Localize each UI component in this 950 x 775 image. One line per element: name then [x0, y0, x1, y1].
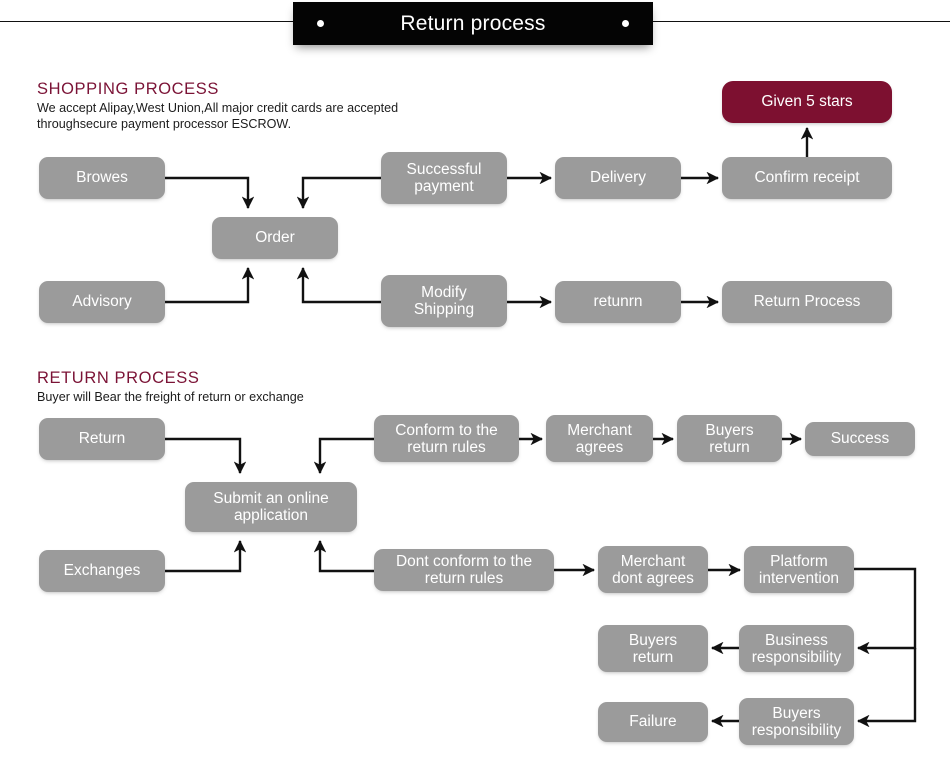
node-browes[interactable]: Browes: [39, 157, 165, 199]
shopping-process-description: We accept Alipay,West Union,All major cr…: [37, 101, 399, 131]
edge-dont-conform-submit-application: [313, 540, 374, 573]
node-successful-payment[interactable]: Successful payment: [381, 152, 507, 204]
edge-return-submit-application: [165, 437, 247, 474]
shopping-process-heading: SHOPPING PROCESS: [37, 80, 219, 98]
node-buyers-responsibility[interactable]: Buyers responsibility: [739, 698, 854, 745]
return-process-heading: RETURN PROCESS: [37, 369, 200, 387]
node-delivery[interactable]: Delivery: [555, 157, 681, 199]
node-failure[interactable]: Failure: [598, 702, 708, 742]
node-return-process[interactable]: Return Process: [722, 281, 892, 323]
edge-exchanges-submit-application: [165, 540, 247, 573]
node-business-responsibility[interactable]: Business responsibility: [739, 625, 854, 672]
edge-advisory-order: [165, 267, 255, 304]
node-success[interactable]: Success: [805, 422, 915, 456]
node-conform-to-return-rules[interactable]: Conform to the return rules: [374, 415, 519, 462]
edge-platform-intervention-business-responsibility: [854, 567, 917, 655]
return-process-description: Buyer will Bear the freight of return or…: [37, 390, 304, 404]
page-title: Return process: [400, 12, 546, 35]
node-confirm-receipt[interactable]: Confirm receipt: [722, 157, 892, 199]
node-buyers-return-top[interactable]: Buyers return: [677, 415, 782, 462]
node-retunrn[interactable]: retunrn: [555, 281, 681, 323]
node-submit-an-online-application[interactable]: Submit an online application: [185, 482, 357, 532]
edge-browes-order: [165, 176, 255, 209]
edge-modify-shipping-order: [296, 267, 381, 304]
node-return[interactable]: Return: [39, 418, 165, 460]
node-order[interactable]: Order: [212, 217, 338, 259]
node-merchant-agrees[interactable]: Merchant agrees: [546, 415, 653, 462]
node-advisory[interactable]: Advisory: [39, 281, 165, 323]
edge-platform-intervention-buyers-responsibility: [857, 648, 917, 728]
node-merchant-dont-agrees[interactable]: Merchant dont agrees: [598, 546, 708, 593]
node-modify-shipping[interactable]: Modify Shipping: [381, 275, 507, 327]
edge-conform-rules-submit-application: [313, 437, 374, 474]
node-buyers-return-mid[interactable]: Buyers return: [598, 625, 708, 672]
node-platform-intervention[interactable]: Platform intervention: [744, 546, 854, 593]
banner-dot-left-icon: [317, 20, 324, 27]
node-dont-conform-to-return-rules[interactable]: Dont conform to the return rules: [374, 549, 554, 591]
page-title-banner: Return process: [293, 2, 653, 45]
banner-dot-right-icon: [622, 20, 629, 27]
edge-successful-payment-order: [296, 176, 381, 209]
node-exchanges[interactable]: Exchanges: [39, 550, 165, 592]
node-given-5-stars[interactable]: Given 5 stars: [722, 81, 892, 123]
